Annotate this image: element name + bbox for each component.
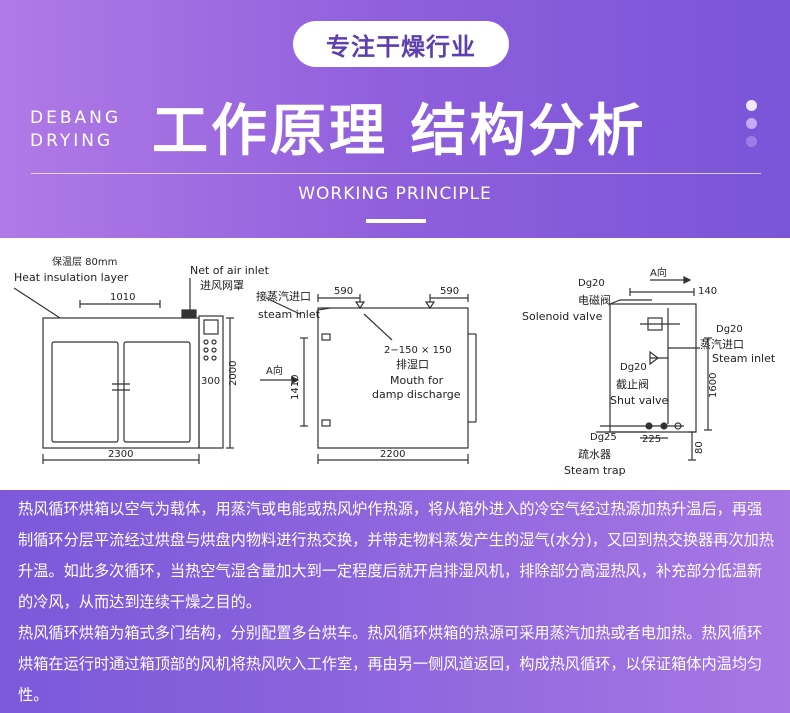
dot-icon: [746, 118, 757, 129]
label-insulation-en: Heat insulation layer: [14, 271, 129, 284]
label-dg20-right: Dg20: [716, 324, 743, 335]
brand-line-2: DRYING: [30, 131, 114, 151]
label-steam-inlet-cn: 接蒸汽进口: [256, 289, 311, 303]
oven-side-body: [317, 307, 469, 449]
label-net-cn: 进风网罩: [200, 279, 244, 292]
label-dg20-mid: Dg20: [620, 362, 647, 373]
control-panel: [198, 315, 224, 449]
label-trap-en: Steam trap: [564, 464, 626, 477]
label-trap-cn: 疏水器: [578, 447, 611, 461]
label-vent-cn: 排湿口: [396, 357, 429, 371]
label-steam-inlet-en-right: Steam inlet: [712, 352, 776, 365]
page-title: 工作原理 结构分析: [152, 99, 647, 164]
label-vent-en-1: Mouth for: [390, 374, 444, 387]
piping-panel: [609, 303, 697, 433]
label-solenoid-en: Solenoid valve: [522, 310, 603, 323]
oven-front-body: [42, 317, 200, 449]
label-shut-en: Shut valve: [610, 394, 669, 407]
label-shut-cn: 截止阀: [616, 377, 649, 391]
page-subtitle: WORKING PRINCIPLE: [298, 184, 492, 204]
dot-icon: [746, 136, 757, 147]
technical-drawing: 保温层 80mm Heat insulation layer Net of ai…: [13, 255, 776, 477]
label-insulation-cn: 保温层 80mm: [52, 255, 117, 268]
label-a-direction-mid: A向: [266, 364, 283, 377]
description-panel: 热风循环烘箱以空气为载体，用蒸汽或电能或热风炉作热源，将从箱外进入的冷空气经过热…: [0, 490, 790, 713]
header-banner: 专注干燥行业 DEBANG DRYING 工作原理 结构分析 WORKING P…: [0, 0, 790, 238]
label-dg20-top: Dg20: [578, 278, 605, 289]
description-paragraph-2: 热风循环烘箱为箱式多门结构，分别配置多台烘车。热风循环烘箱的热源可采用蒸汽加热或…: [18, 624, 763, 704]
label-dim-80: 80: [694, 441, 705, 454]
label-steam-inlet-cn-right: 蒸汽进口: [700, 337, 744, 351]
dot-icon: [746, 100, 757, 111]
label-dim-590-right: 590: [440, 286, 459, 297]
oven-door-right: [123, 341, 191, 443]
label-solenoid-cn: 电磁阀: [578, 293, 611, 307]
label-net-en: Net of air inlet: [190, 264, 270, 277]
brand-line-1: DEBANG: [30, 108, 122, 128]
decorative-dots: [746, 100, 760, 154]
label-vent-en-2: damp discharge: [372, 388, 461, 401]
label-dim-1010: 1010: [110, 292, 135, 303]
label-dim-2000: 2000: [228, 361, 239, 386]
label-dim-590-left: 590: [334, 286, 353, 297]
subtitle-underline: [366, 219, 426, 223]
label-steam-inlet-en: steam inlet: [258, 308, 321, 321]
label-a-direction-right: A向: [650, 266, 667, 279]
divider-line: [31, 173, 761, 174]
label-dg25: Dg25: [590, 432, 617, 443]
label-dim-2200: 2200: [380, 449, 405, 460]
label-dim-1410: 1410: [290, 375, 301, 400]
label-dim-1600: 1600: [708, 373, 719, 398]
label-dim-225: 225: [642, 434, 661, 445]
label-vent-size: 2−150 × 150: [384, 345, 452, 356]
label-dim-2300: 2300: [108, 449, 133, 460]
oven-door-left: [51, 341, 119, 443]
structure-diagram: 保温层 80mm Heat insulation layer Net of ai…: [0, 238, 790, 490]
label-dim-300: 300: [201, 376, 220, 387]
description-paragraph-1: 热风循环烘箱以空气为载体，用蒸汽或电能或热风炉作热源，将从箱外进入的冷空气经过热…: [18, 500, 775, 611]
slogan-pill: 专注干燥行业: [293, 21, 509, 67]
label-dim-140: 140: [698, 286, 717, 297]
